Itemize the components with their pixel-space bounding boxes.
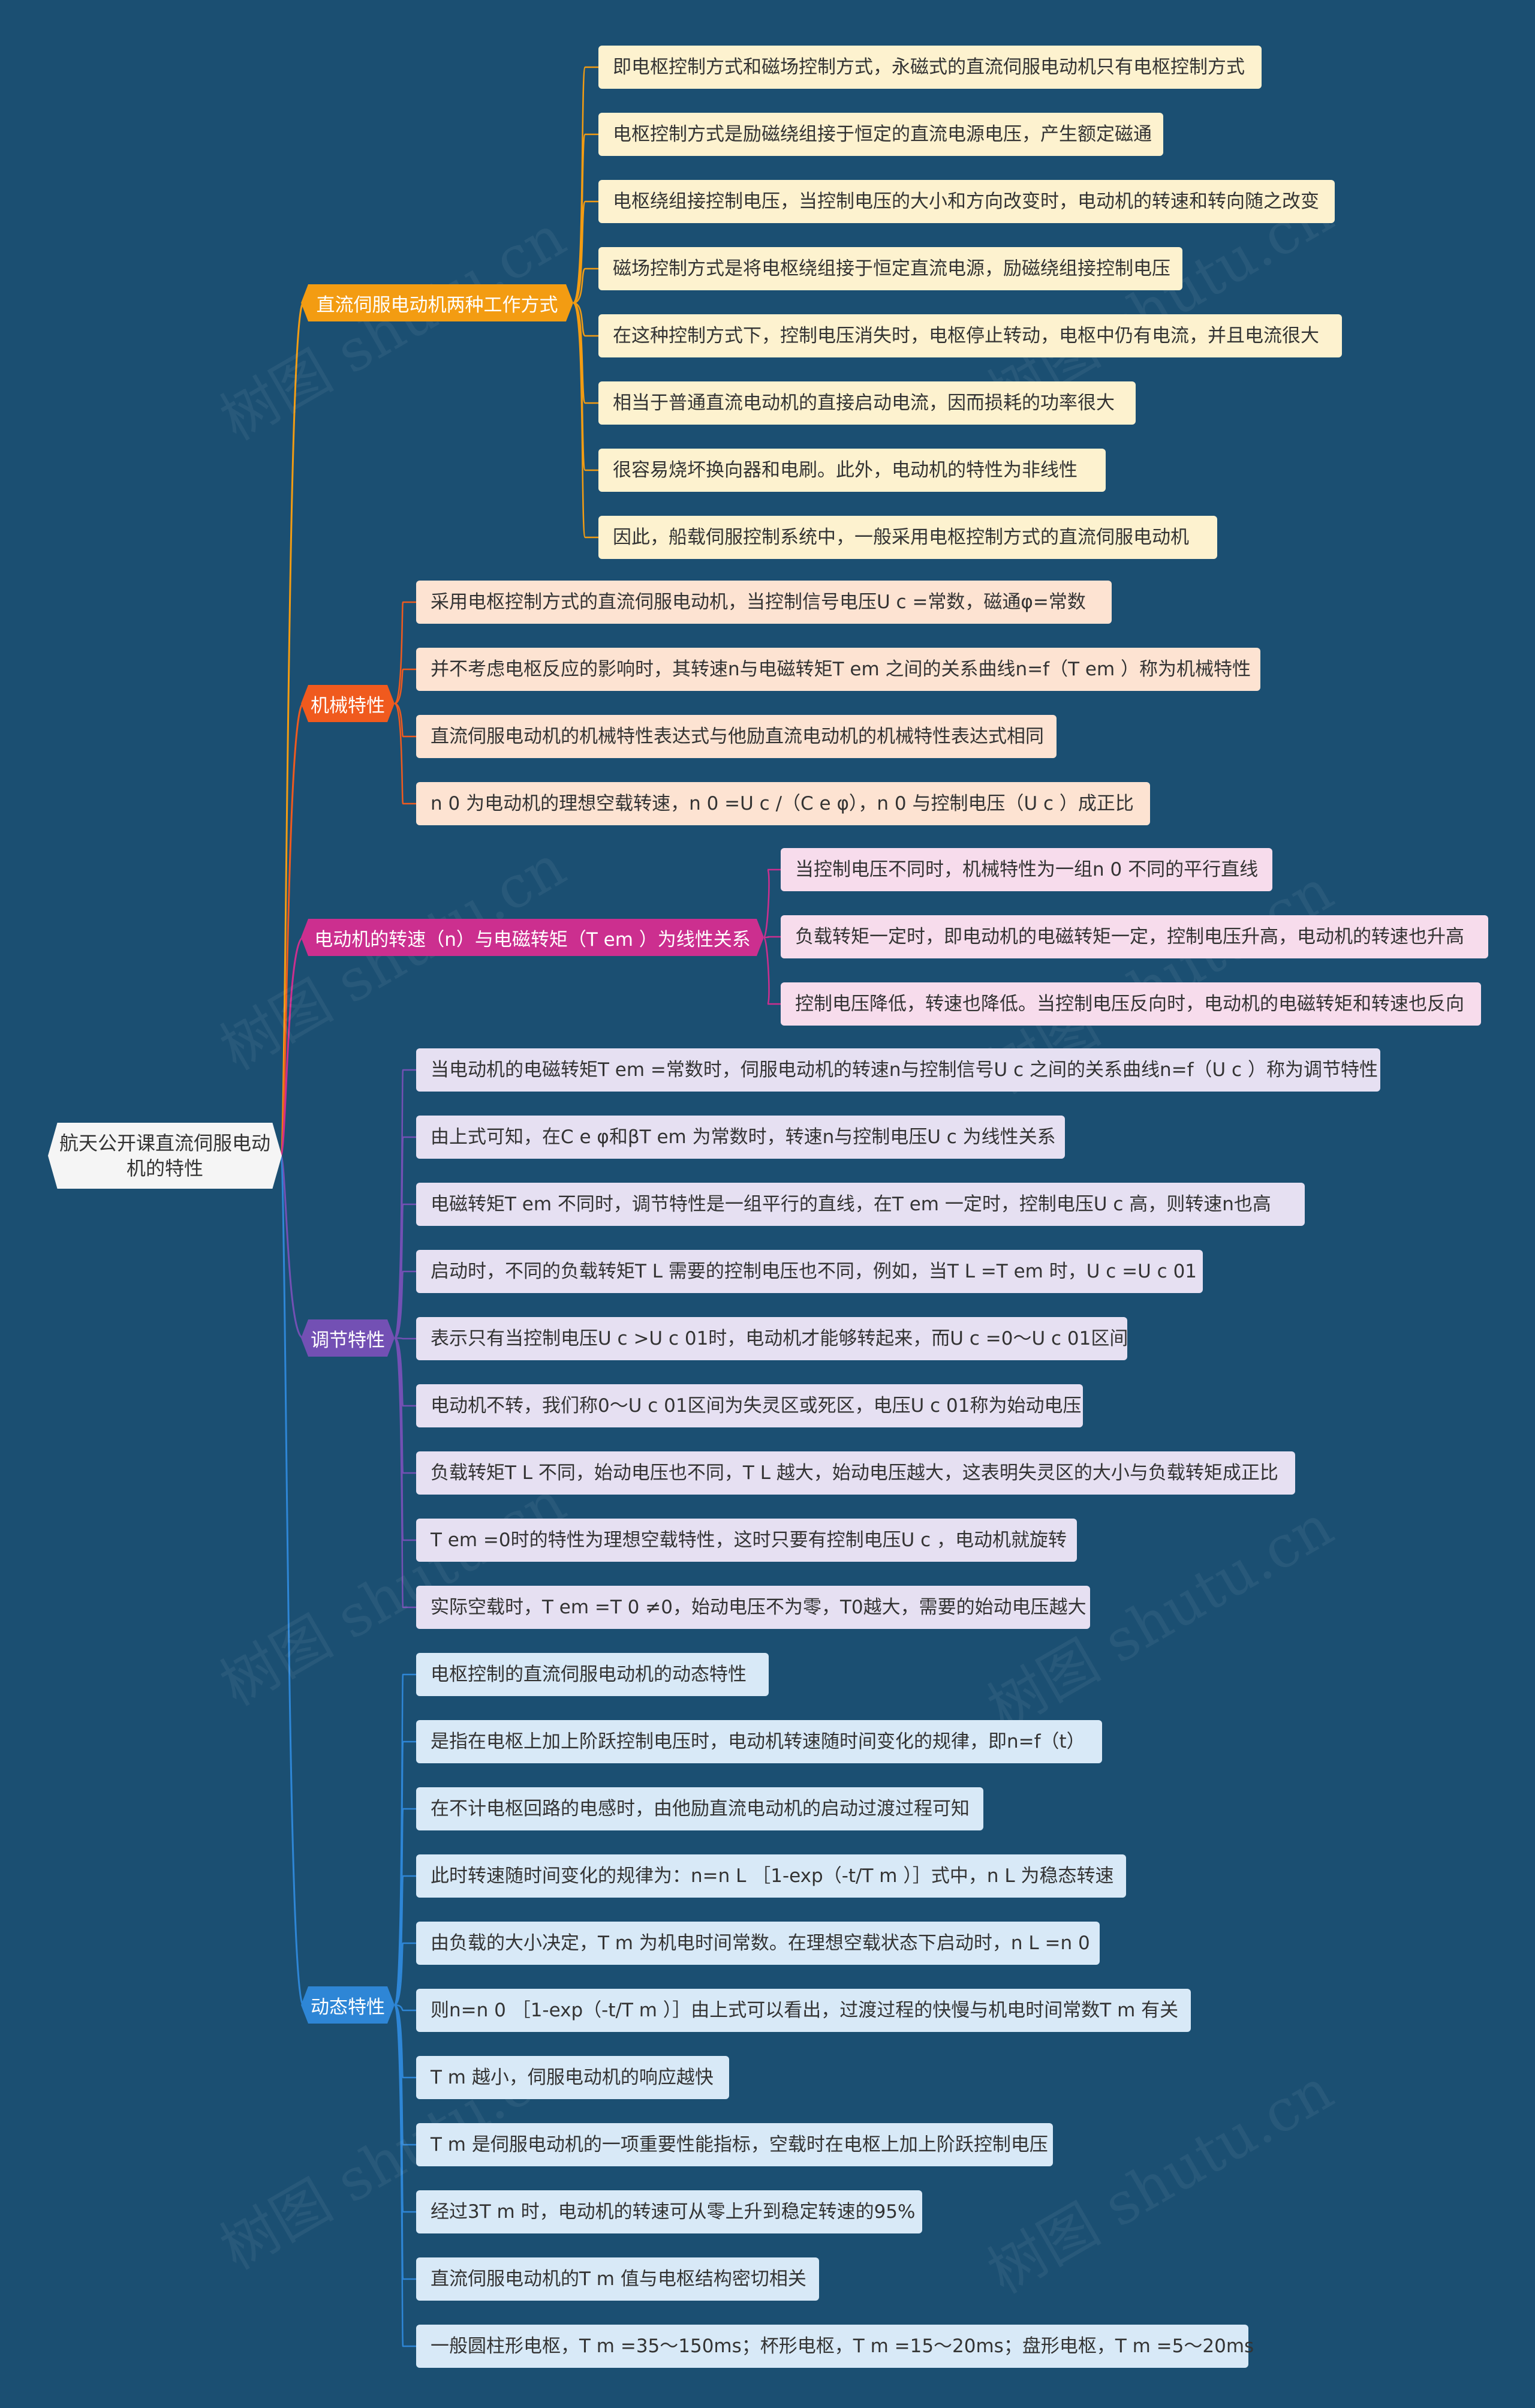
leaf-topic[interactable]: 经过3T m 时，电动机的转速可从零上升到稳定转速的95% (416, 2190, 922, 2233)
connector-line (393, 1673, 416, 2006)
leaf-topic[interactable]: 表示只有当控制电压U c >U c 01时，电动机才能够转起来，而U c =0～… (416, 1317, 1128, 1360)
leaf-topic[interactable]: 电枢控制方式是励磁绕组接于恒定的直流电源电压，产生额定磁通 (598, 113, 1163, 156)
connector-line (572, 302, 598, 539)
leaf-topic[interactable]: T m 越小，伺服电动机的响应越快 (416, 2056, 729, 2099)
leaf-topic[interactable]: 直流伺服电动机的机械特性表达式与他励直流电动机的机械特性表达式相同 (416, 715, 1057, 758)
leaf-topic[interactable]: 在这种控制方式下，控制电压消失时，电枢停止转动，电枢中仍有电流，并且电流很大 (598, 314, 1342, 357)
leaf-topic[interactable]: 由上式可知，在C e φ和βT em 为常数时，转速n与控制电压U c 为线性关… (416, 1116, 1065, 1159)
leaf-topic[interactable]: 电动机不转，我们称0～U c 01区间为失灵区或死区，电压U c 01称为始动电… (416, 1384, 1083, 1427)
connector-line (393, 2004, 416, 2280)
leaf-topic[interactable]: 直流伺服电动机的T m 值与电枢结构密切相关 (416, 2257, 819, 2301)
leaf-topic[interactable]: 电枢绕组接控制电压，当控制电压的大小和方向改变时，电动机的转速和转向随之改变 (598, 180, 1335, 223)
connector-line (279, 302, 305, 1157)
leaf-topic[interactable]: T m 是伺服电动机的一项重要性能指标，空载时在电枢上加上阶跃控制电压 (416, 2123, 1053, 2166)
branch-topic[interactable]: 调节特性 (301, 1319, 395, 1357)
leaf-topic[interactable]: 磁场控制方式是将电枢绕组接于恒定直流电源，励磁绕组接控制电压 (598, 247, 1182, 290)
connector-line (572, 133, 598, 304)
connector-line (572, 66, 598, 304)
connector-line (394, 1337, 416, 1407)
leaf-topic[interactable]: 相当于普通直流电动机的直接启动电流，因而损耗的功率很大 (598, 381, 1136, 425)
connector-line (394, 2004, 416, 2012)
connector-line (394, 1270, 416, 1339)
connector-line (279, 936, 304, 1157)
connector-line (279, 1155, 305, 2006)
leaf-topic[interactable]: 当控制电压不同时，机械特性为一组n 0 不同的平行直线 (781, 848, 1272, 891)
connector-line (573, 200, 598, 304)
connector-line (573, 302, 598, 337)
connector-line (572, 302, 598, 471)
connector-line (573, 267, 598, 304)
connector-line (393, 702, 416, 805)
leaf-topic[interactable]: 很容易烧坏换向器和电刷。此外，电动机的特性为非线性 (598, 449, 1106, 492)
leaf-topic[interactable]: 此时转速随时间变化的规律为：n=n L ［1-exp（-t/T m ）］式中，n… (416, 1854, 1126, 1898)
leaf-topic[interactable]: 因此，船载伺服控制系统中，一般采用电枢控制方式的直流伺服电动机 (598, 516, 1217, 559)
leaf-topic[interactable]: 并不考虑电枢反应的影响时，其转速n与电磁转矩T em 之间的关系曲线n=f（T … (416, 648, 1260, 691)
root-topic[interactable]: 航天公开课直流伺服电动机的特性 (48, 1123, 282, 1189)
leaf-topic[interactable]: 即电枢控制方式和磁场控制方式，永磁式的直流伺服电动机只有电枢控制方式 (598, 46, 1262, 89)
connector-line (393, 1337, 416, 1609)
connector-line (279, 1155, 304, 1339)
branch-topic[interactable]: 直流伺服电动机两种工作方式 (301, 284, 573, 321)
connector-line (393, 601, 416, 705)
leaf-topic[interactable]: 实际空载时，T em =T 0 ≠0，始动电压不为零，T0越大，需要的始动电压越… (416, 1586, 1090, 1629)
connector-line (763, 936, 781, 1005)
connector-line (393, 2004, 416, 2347)
connector-line (279, 702, 305, 1157)
connector-line (394, 668, 416, 705)
connector-line (763, 868, 781, 939)
leaf-topic[interactable]: 启动时，不同的负载转矩T L 需要的控制电压也不同，例如，当T L =T em … (416, 1250, 1203, 1293)
leaf-topic[interactable]: 电磁转矩T em 不同时，调节特性是一组平行的直线，在T em 一定时，控制电压… (416, 1183, 1305, 1226)
leaf-topic[interactable]: 控制电压降低，转速也降低。当控制电压反向时，电动机的电磁转矩和转速也反向 (781, 982, 1481, 1026)
leaf-topic[interactable]: 由负载的大小决定，T m 为机电时间常数。在理想空载状态下启动时，n L =n … (416, 1922, 1100, 1965)
connector-line (394, 1942, 416, 2006)
leaf-topic[interactable]: 负载转矩T L 不同，始动电压也不同，T L 越大，始动电压越大，这表明失灵区的… (416, 1451, 1295, 1495)
connector-line (394, 1337, 416, 1340)
leaf-topic[interactable]: 是指在电枢上加上阶跃控制电压时，电动机转速随时间变化的规律，即n=f（t） (416, 1720, 1102, 1763)
leaf-topic[interactable]: 采用电枢控制方式的直流伺服电动机，当控制信号电压U c =常数，磁通φ=常数 (416, 581, 1112, 624)
branch-topic[interactable]: 机械特性 (301, 685, 395, 722)
leaf-topic[interactable]: 负载转矩一定时，即电动机的电磁转矩一定，控制电压升高，电动机的转速也升高 (781, 915, 1488, 958)
connector-line (393, 1337, 416, 1541)
branch-topic[interactable]: 电动机的转速（n）与电磁转矩（T em ）为线性关系 (301, 919, 764, 956)
leaf-topic[interactable]: 一般圆柱形电枢，T m =35～150ms；杯形电枢，T m =15～20ms；… (416, 2325, 1254, 2368)
leaf-topic[interactable]: 则n=n 0 ［1-exp（-t/T m ）］由上式可以看出，过渡过程的快慢与机… (416, 1989, 1191, 2032)
leaf-topic[interactable]: 当电动机的电磁转矩T em =常数时，伺服电动机的转速n与控制信号U c 之间的… (416, 1048, 1380, 1092)
connector-line (573, 302, 598, 404)
connector-line (393, 1875, 416, 2006)
connector-line (394, 702, 416, 738)
leaf-topic[interactable]: n 0 为电动机的理想空载转速，n 0 =U c /（C e φ），n 0 与控… (416, 782, 1150, 825)
connector-line (393, 1740, 416, 2006)
connector-line (394, 2004, 416, 2079)
connector-line (393, 1203, 416, 1339)
leaf-topic[interactable]: 在不计电枢回路的电感时，由他励直流电动机的启动过渡过程可知 (416, 1787, 983, 1830)
connector-line (393, 1136, 416, 1339)
leaf-topic[interactable]: T em =0时的特性为理想空载特性，这时只要有控制电压U c ，电动机就旋转 (416, 1519, 1077, 1562)
leaf-topic[interactable]: 电枢控制的直流伺服电动机的动态特性 (416, 1653, 769, 1696)
branch-topic[interactable]: 动态特性 (301, 1986, 395, 2024)
